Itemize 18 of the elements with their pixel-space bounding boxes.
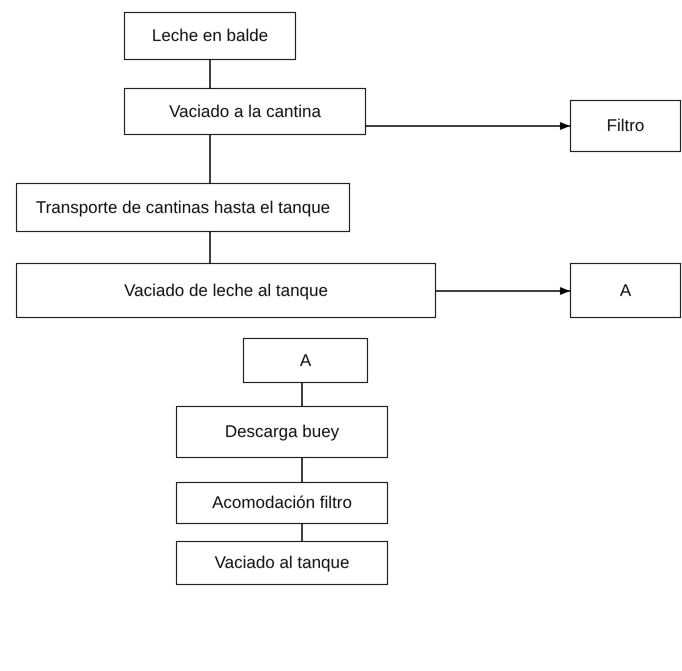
connector-line — [301, 458, 303, 482]
process-box: Vaciado de leche al tanque — [16, 263, 436, 318]
process-box: Filtro — [570, 100, 681, 152]
process-box: A — [570, 263, 681, 318]
process-box: Leche en balde — [124, 12, 296, 60]
arrow — [436, 287, 570, 295]
connector-line — [209, 232, 211, 263]
process-box: Acomodación filtro — [176, 482, 388, 524]
process-box: Vaciado a la cantina — [124, 88, 366, 135]
arrow — [366, 122, 570, 130]
process-box: Descarga buey — [176, 406, 388, 458]
connector-line — [301, 524, 303, 541]
process-box: Transporte de cantinas hasta el tanque — [16, 183, 350, 232]
connector-line — [301, 383, 303, 406]
connector-line — [209, 60, 211, 88]
process-box: A — [243, 338, 368, 383]
process-box: Vaciado al tanque — [176, 541, 388, 585]
connector-line — [209, 135, 211, 183]
